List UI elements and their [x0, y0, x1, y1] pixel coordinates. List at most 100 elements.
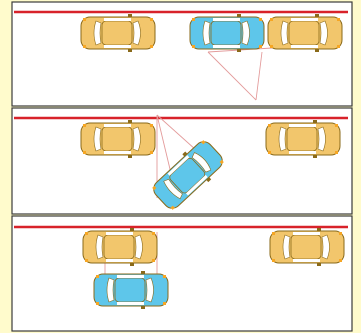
maneuvering-car-1 [189, 14, 265, 52]
indicator-light [270, 18, 273, 21]
mirror-left [237, 14, 241, 17]
mirror-right [313, 155, 317, 158]
rear-window [202, 20, 211, 46]
car-roof [210, 20, 242, 46]
panel-1 [11, 1, 353, 107]
indicator-light [270, 45, 273, 48]
indicator-light [268, 124, 271, 127]
side-window-left [213, 18, 240, 21]
car-roof [286, 126, 318, 152]
indicator-light [83, 124, 86, 127]
mirror-left [128, 120, 132, 123]
indicator-light [272, 232, 275, 235]
indicator-light [150, 151, 153, 154]
mirror-right [315, 49, 319, 52]
parked-car-rear-2 [265, 120, 341, 158]
mirror-left [130, 228, 134, 231]
rear-window [95, 234, 104, 260]
indicator-light [96, 275, 99, 278]
indicator-light [85, 259, 88, 262]
side-window-left [291, 18, 318, 21]
indicator-light [192, 18, 195, 21]
parked-car-front-1 [80, 14, 156, 52]
indicator-light [337, 18, 340, 21]
maneuvering-car-2 [152, 140, 224, 210]
indicator-light [259, 18, 262, 21]
side-window-left [106, 232, 133, 235]
indicator-light [152, 259, 155, 262]
side-window-right [106, 259, 133, 262]
mirror-left [141, 271, 145, 274]
mirror-right [317, 263, 321, 266]
side-window-left [117, 275, 144, 278]
mirror-left [317, 228, 321, 231]
mirror-right [237, 49, 241, 52]
rear-window [93, 20, 102, 46]
indicator-light [219, 159, 224, 165]
indicator-light [150, 45, 153, 48]
mirror-left [182, 151, 188, 157]
indicator-light [152, 185, 157, 191]
car-roof [101, 20, 133, 46]
rear-window [278, 126, 287, 152]
front-window [321, 234, 330, 260]
indicator-light [259, 45, 262, 48]
car-roof [101, 126, 133, 152]
rear-window [282, 234, 291, 260]
side-window-right [213, 45, 240, 48]
mirror-left [313, 120, 317, 123]
indicator-light [268, 151, 271, 154]
side-window-left [293, 232, 320, 235]
side-window-left [104, 124, 131, 127]
indicator-light [152, 232, 155, 235]
indicator-light [150, 124, 153, 127]
car-roof [290, 234, 322, 260]
car-roof [288, 20, 320, 46]
parked-car-front-3 [82, 228, 158, 266]
side-window-left [289, 124, 316, 127]
parked-car-rear-3 [269, 228, 345, 266]
parked-car-front-2 [80, 120, 156, 158]
side-window-right [117, 302, 144, 305]
mirror-left [128, 14, 132, 17]
mirror-right [130, 263, 134, 266]
panel-2 [11, 107, 353, 215]
indicator-light [85, 232, 88, 235]
front-window [241, 20, 250, 46]
front-window [132, 126, 141, 152]
indicator-light [339, 232, 342, 235]
indicator-light [272, 259, 275, 262]
front-window [319, 20, 328, 46]
mirror-right [206, 177, 212, 183]
rear-window [280, 20, 289, 46]
panel-3 [11, 215, 353, 332]
indicator-light [163, 302, 166, 305]
indicator-light [83, 45, 86, 48]
indicator-light [150, 18, 153, 21]
mirror-left [315, 14, 319, 17]
side-window-right [104, 151, 131, 154]
indicator-light [337, 45, 340, 48]
mirror-right [128, 49, 132, 52]
side-window-right [289, 151, 316, 154]
indicator-light [96, 302, 99, 305]
parked-car-rear-1 [267, 14, 343, 52]
indicator-light [83, 151, 86, 154]
indicator-light [335, 124, 338, 127]
front-window [317, 126, 326, 152]
rear-window [93, 126, 102, 152]
side-window-right [104, 45, 131, 48]
indicator-light [192, 45, 195, 48]
side-window-right [291, 45, 318, 48]
front-window [145, 277, 154, 303]
side-window-left [167, 155, 190, 176]
indicator-light [163, 275, 166, 278]
indicator-light [201, 140, 206, 145]
car-roof [114, 277, 146, 303]
rear-window [163, 178, 183, 200]
side-window-right [185, 174, 208, 196]
car-roof [103, 234, 135, 260]
front-window [191, 152, 212, 173]
